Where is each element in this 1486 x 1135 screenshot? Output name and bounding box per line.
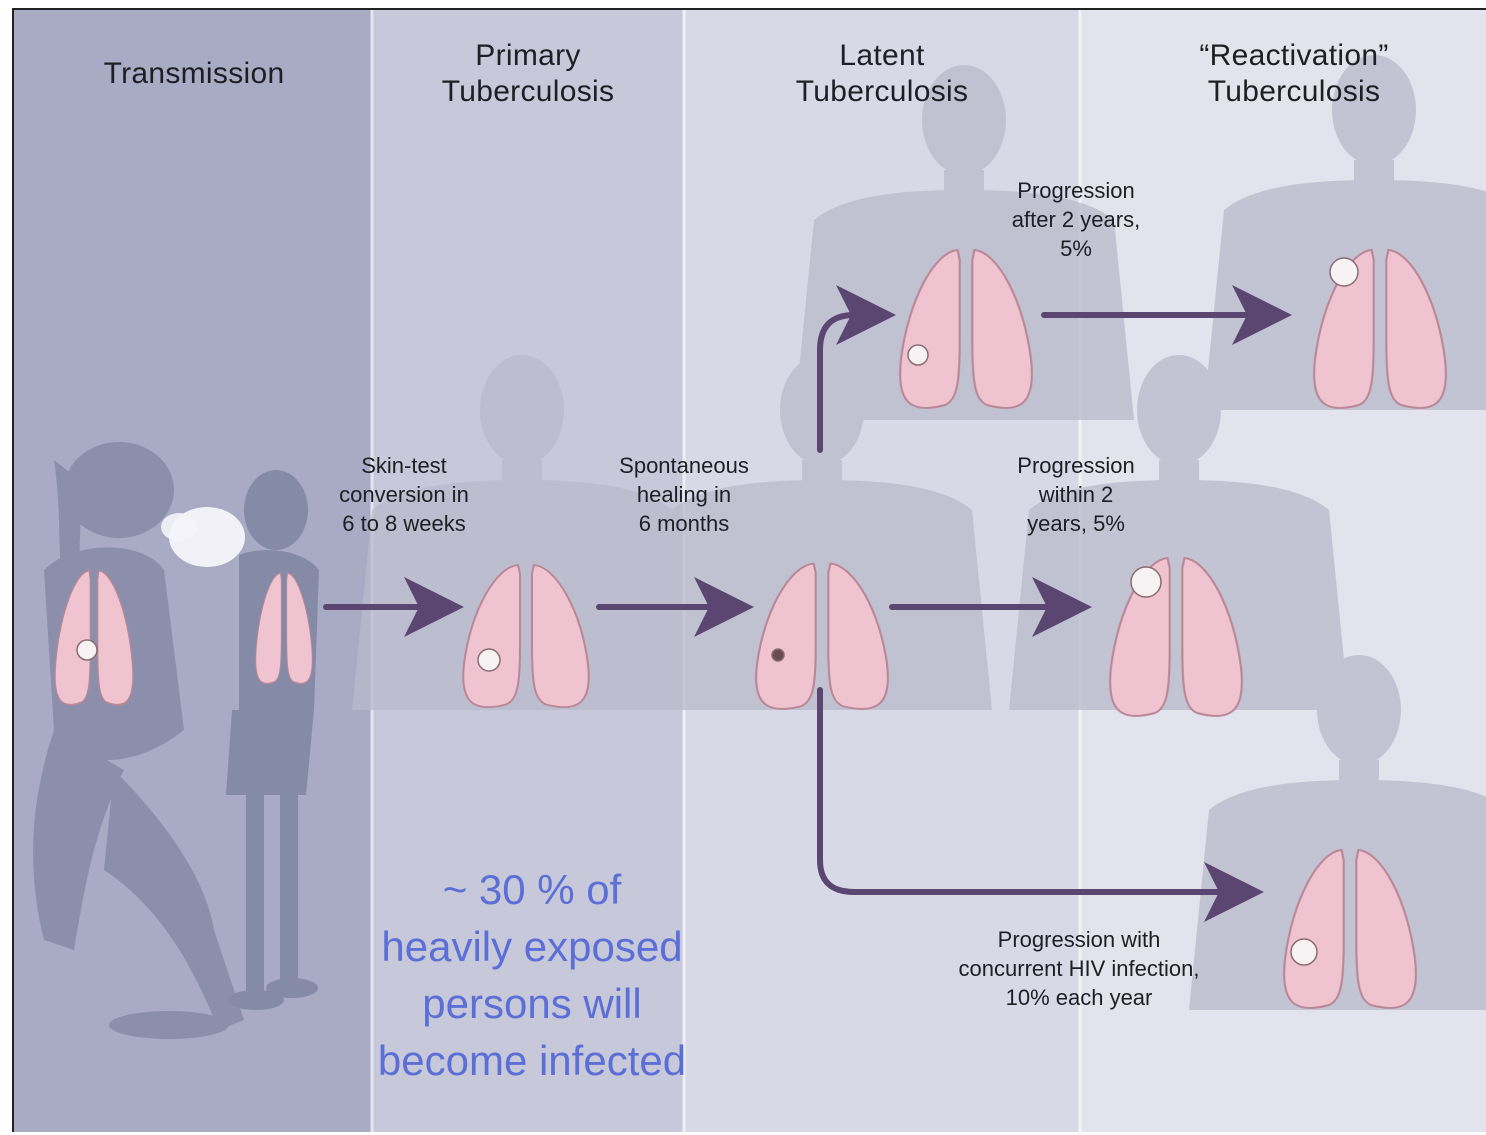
lesion-reactivation	[1330, 258, 1358, 286]
lesion-after-2-years	[908, 345, 928, 365]
lesion-hiv	[1291, 939, 1317, 965]
lesion-within-2-years	[1131, 567, 1161, 597]
tuberculosis-progression-diagram	[14, 10, 1486, 1132]
lesion-mother	[77, 640, 97, 660]
header-transmission: Transmission	[44, 56, 344, 92]
header-reactivation-tuberculosis: “Reactivation”Tuberculosis	[1144, 38, 1444, 110]
lesion-primary	[478, 649, 500, 671]
lesion-latent	[772, 649, 784, 661]
